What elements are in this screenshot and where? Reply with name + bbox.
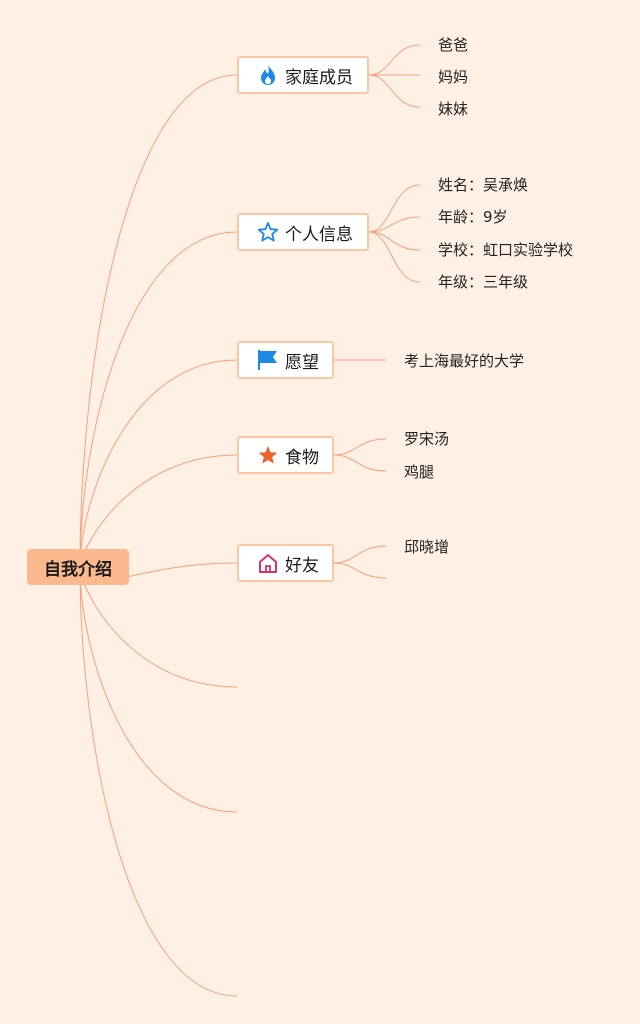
- leaf-connector: [368, 231, 421, 251]
- leaf-connector: [368, 231, 421, 283]
- empty-branch-connector: [79, 566, 238, 997]
- subtopic-item[interactable]: 妹妹: [438, 100, 469, 118]
- topic-label: 食物: [285, 447, 319, 468]
- home-icon: [257, 552, 279, 574]
- subtopic-item[interactable]: 学校：虹口实验学校: [438, 241, 574, 259]
- star-outline-icon: [257, 221, 279, 243]
- topic-wish[interactable]: 愿望: [237, 341, 334, 379]
- topic-label: 个人信息: [285, 224, 353, 245]
- subtopic-item[interactable]: 年级：三年级: [438, 273, 529, 291]
- topic-label: 愿望: [285, 352, 319, 373]
- leaf-connector: [368, 216, 421, 233]
- flag-icon: [257, 349, 279, 371]
- topic-family-members[interactable]: 家庭成员: [237, 56, 369, 94]
- leaf-connector: [333, 454, 387, 472]
- root-connector: [79, 74, 238, 568]
- topic-personal-info[interactable]: 个人信息: [237, 213, 369, 251]
- subtopic-item[interactable]: 妈妈: [438, 68, 469, 86]
- fire-icon: [257, 64, 279, 86]
- leaf-connector: [333, 438, 387, 456]
- subtopic-item[interactable]: 鸡腿: [404, 463, 435, 481]
- subtopic-item[interactable]: 罗宋汤: [404, 430, 450, 448]
- root-topic[interactable]: 自我介绍: [27, 549, 129, 585]
- empty-branch-connector: [79, 566, 238, 813]
- topic-food[interactable]: 食物: [237, 436, 334, 474]
- subtopic-item[interactable]: 年龄：9岁: [438, 208, 508, 226]
- root-connector: [79, 231, 238, 568]
- empty-branch-connector: [79, 566, 238, 688]
- subtopic-item[interactable]: 爸爸: [438, 36, 469, 54]
- subtopic-item[interactable]: 姓名：吴承焕: [438, 176, 529, 194]
- leaf-connector: [368, 74, 421, 108]
- star-filled-icon: [257, 444, 279, 466]
- root-connector: [79, 359, 238, 568]
- leaf-connector: [333, 545, 387, 564]
- leaf-connector: [368, 44, 421, 76]
- subtopic-item[interactable]: 邱晓增: [404, 538, 450, 556]
- topic-label: 家庭成员: [285, 67, 353, 88]
- topic-label: 好友: [285, 555, 319, 576]
- subtopic-item[interactable]: 考上海最好的大学: [404, 352, 525, 370]
- topic-friends[interactable]: 好友: [237, 544, 334, 582]
- leaf-connector: [333, 562, 387, 579]
- leaf-connector: [368, 184, 421, 233]
